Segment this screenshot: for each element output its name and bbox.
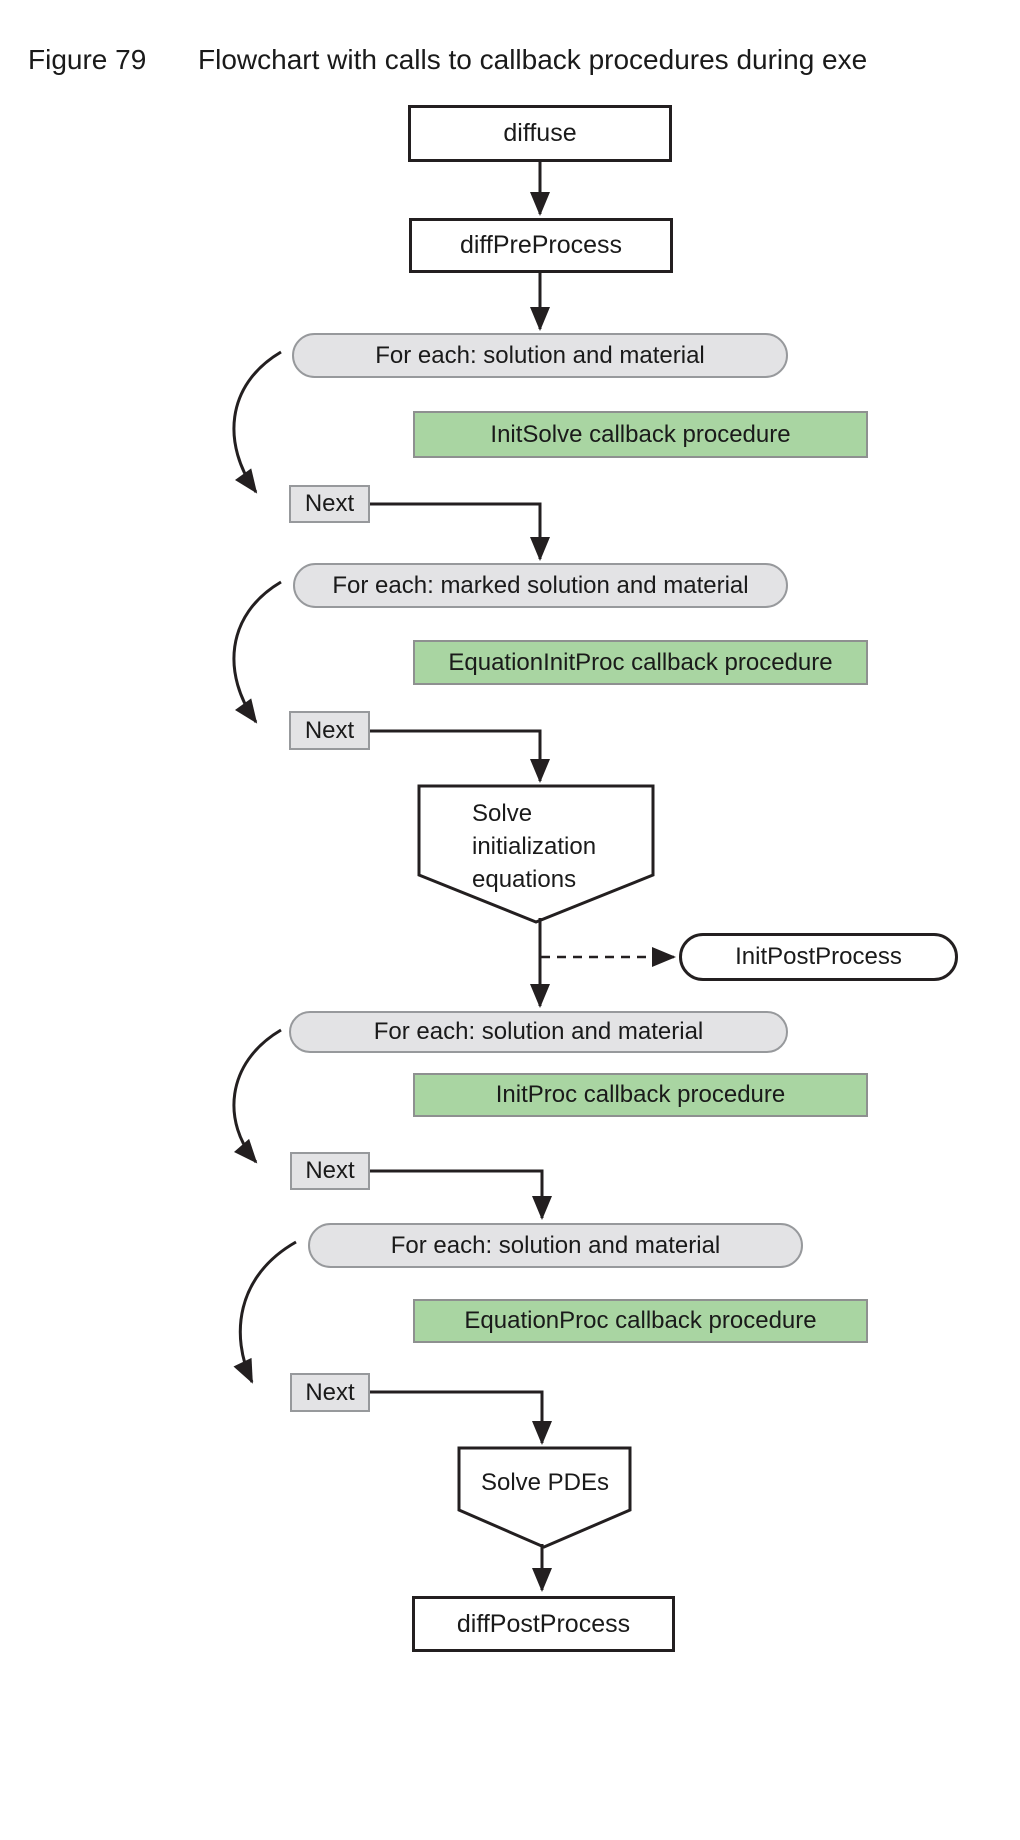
node-initsolve-callback-label: InitSolve callback procedure (490, 420, 791, 448)
node-diffpreprocess-label: diffPreProcess (459, 231, 623, 260)
node-foreach-4-label: For each: solution and material (390, 1231, 721, 1259)
node-equationinitproc-callback-label: EquationInitProc callback procedure (448, 648, 833, 676)
connector-next2-to-solveinit (370, 729, 550, 783)
loop-arrow-foreach2-to-next2 (232, 580, 282, 724)
node-diffuse: diffuse (408, 105, 672, 162)
node-next-2-label: Next (304, 716, 355, 744)
node-solve-initialization-label: Solve initialization equations (472, 800, 597, 893)
node-foreach-1-label: For each: solution and material (375, 341, 705, 369)
node-foreach-1: For each: solution and material (292, 333, 788, 378)
node-next-4-label: Next (305, 1378, 355, 1406)
node-next-3: Next (290, 1152, 370, 1190)
node-initpostprocess: InitPostProcess (679, 933, 958, 981)
node-next-4: Next (290, 1373, 370, 1412)
figure-number: Figure 79 (28, 44, 147, 75)
node-foreach-4: For each: solution and material (308, 1223, 803, 1268)
node-initsolve-callback: InitSolve callback procedure (413, 411, 868, 458)
node-next-1: Next (289, 485, 370, 523)
node-diffpostprocess: diffPostProcess (412, 1596, 675, 1652)
node-next-3-label: Next (305, 1157, 355, 1185)
figure-title: Flowchart with calls to callback procedu… (198, 44, 868, 75)
node-equationproc-callback-label: EquationProc callback procedure (464, 1307, 817, 1335)
connector-next3-to-foreach4 (370, 1169, 552, 1220)
pentagon-solve-pdes (457, 1446, 632, 1549)
node-diffpostprocess-label: diffPostProcess (456, 1609, 631, 1638)
node-initproc-callback: InitProc callback procedure (413, 1073, 868, 1117)
loop-arrow-foreach1-to-next1 (232, 350, 282, 494)
node-initproc-callback-label: InitProc callback procedure (495, 1081, 786, 1109)
node-foreach-3: For each: solution and material (289, 1011, 788, 1053)
node-next-1-label: Next (304, 490, 355, 518)
connector-next4-to-solvepdes (370, 1390, 552, 1445)
node-diffuse-label: diffuse (503, 119, 577, 148)
loop-arrow-foreach4-to-next4 (233, 1240, 297, 1384)
node-equationproc-callback: EquationProc callback procedure (413, 1299, 868, 1343)
loop-arrow-foreach3-to-next3 (232, 1028, 282, 1164)
node-initpostprocess-label: InitPostProcess (735, 943, 902, 971)
node-foreach-2: For each: marked solution and material (293, 563, 788, 608)
node-foreach-3-label: For each: solution and material (373, 1018, 704, 1046)
figure-caption-row: Figure 79 Flowchart with calls to callba… (28, 44, 867, 76)
node-foreach-2-label: For each: marked solution and material (332, 571, 749, 599)
node-equationinitproc-callback: EquationInitProc callback procedure (413, 640, 868, 685)
node-diffpreprocess: diffPreProcess (409, 218, 673, 273)
node-next-2: Next (289, 711, 370, 750)
node-solve-pdes-label: Solve PDEs (480, 1469, 610, 1496)
connector-next1-to-foreach2 (370, 502, 550, 561)
pentagon-solve-initialization (417, 784, 655, 924)
